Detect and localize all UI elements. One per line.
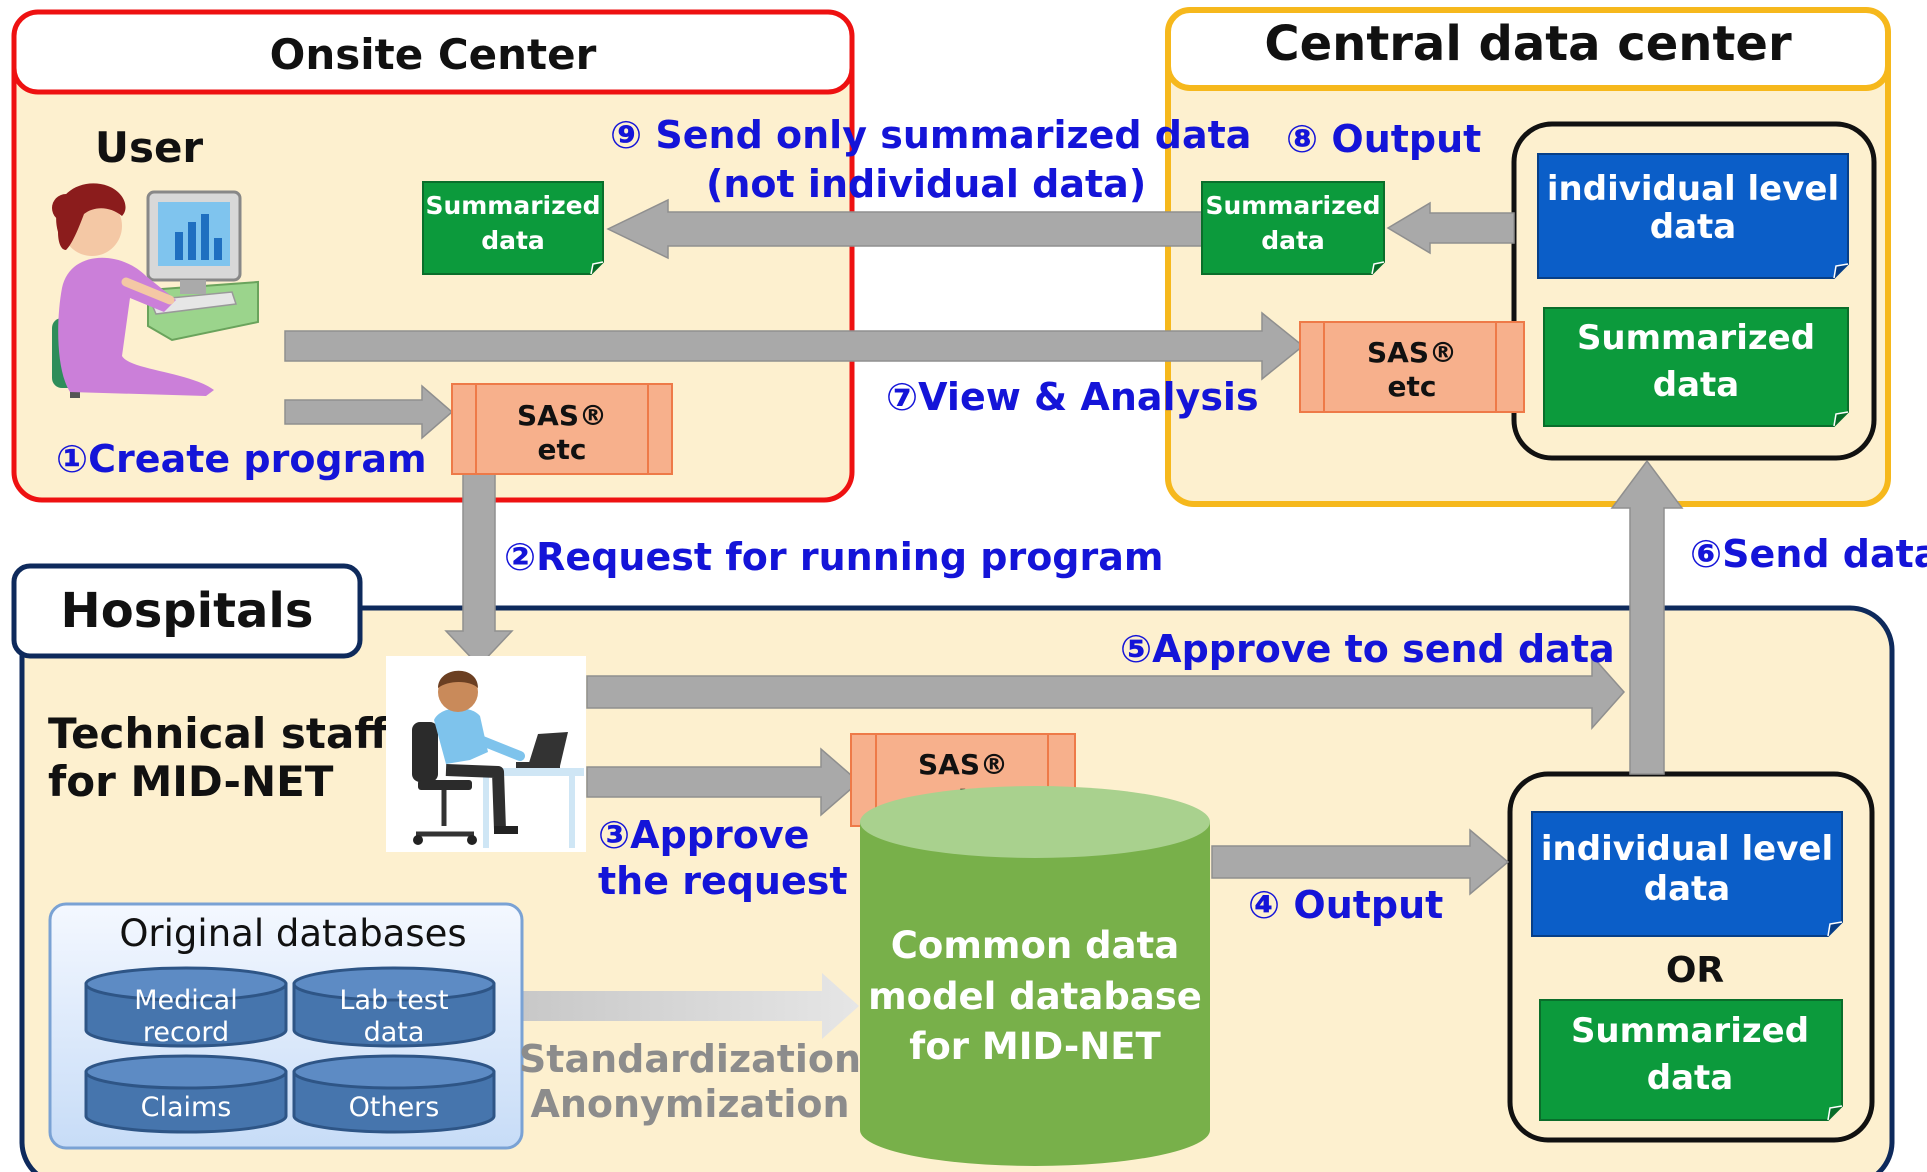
svg-text:SAS®: SAS® [918,748,1008,781]
send-data-arrow [1610,459,1684,775]
svg-text:for MID-NET: for MID-NET [909,1025,1161,1068]
step9-label-line2: (not individual data) [706,162,1146,206]
central-summarized-data-big-doc: Summarized data [1543,307,1849,427]
central-sas-program-box: SAS® etc [1299,321,1525,413]
request-running-arrow [444,473,514,668]
claims-db: Claims [84,1054,288,1134]
step1-create-program-label: ①Create program [56,437,427,481]
step6-label: ⑥Send data [1690,532,1927,576]
send-summarized-arrow [606,198,1203,260]
approve-request-arrow [586,747,861,817]
step3-label-line1: ③Approve [598,813,809,857]
svg-text:Claims: Claims [141,1092,232,1123]
svg-text:Lab test: Lab test [339,985,448,1016]
hospitals-title: Hospitals [61,583,314,639]
svg-text:Others: Others [349,1092,440,1123]
common-data-model-database-cylinder: Common data model database for MID-NET [860,786,1210,1166]
onsite-summarized-data-doc: Summarized data [422,181,604,275]
step4-label: ④ Output [1248,883,1443,927]
svg-text:data: data [364,1017,425,1048]
lab-test-data-db: Lab test data [292,966,496,1048]
central-individual-level-data-doc: individual level data [1537,153,1849,279]
user-label: User [95,123,204,172]
step9-label-line1: ⑨ Send only summarized data [610,113,1251,157]
svg-text:Summarized: Summarized [425,191,600,220]
user-at-computer-icon [52,183,259,398]
or-label: OR [1666,950,1724,991]
svg-text:data: data [1644,869,1730,909]
storage-to-summary-arrow [1386,201,1515,255]
step5-label: ⑤Approve to send data [1120,627,1615,671]
svg-text:data: data [1653,365,1739,405]
view-analysis-arrow [284,311,1305,381]
svg-text:Summarized: Summarized [1205,191,1380,220]
central-summarized-data-doc: Summarized data [1201,181,1385,275]
hospital-output-arrow [1211,828,1510,896]
svg-text:data: data [1647,1058,1733,1098]
svg-text:individual level: individual level [1541,829,1833,869]
flow-arrows [284,198,1684,896]
step8-output-label: ⑧ Output [1286,117,1481,161]
step3-label-line2: the request [598,859,848,903]
anonymization-label: Anonymization [530,1082,849,1126]
step7-label: ⑦View & Analysis [886,375,1259,419]
hospital-summarized-data-doc: Summarized data [1539,999,1843,1121]
svg-text:SAS®: SAS® [517,399,607,432]
svg-text:data: data [1261,226,1325,255]
onsite-title: Onsite Center [270,30,597,79]
approve-send-arrow [586,654,1626,730]
svg-text:SAS®: SAS® [1367,336,1457,369]
svg-text:Medical: Medical [134,985,237,1016]
onsite-sas-program-box: SAS® etc [451,383,673,475]
others-db: Others [292,1054,496,1134]
svg-text:data: data [481,226,545,255]
technical-staff-label-line2: for MID-NET [48,757,334,806]
standardization-arrow [522,973,859,1039]
technical-staff-label-line1: Technical staff [48,709,389,758]
original-databases-title: Original databases [119,912,466,955]
svg-text:data: data [1650,207,1736,247]
technical-staff-icon [386,656,586,852]
central-title: Central data center [1264,16,1792,72]
step2-label: ②Request for running program [504,535,1164,579]
hospital-individual-level-data-doc: individual level data [1531,811,1843,937]
svg-text:Common data: Common data [891,924,1179,967]
svg-text:Summarized: Summarized [1571,1011,1809,1051]
svg-text:model database: model database [868,975,1202,1018]
svg-text:etc: etc [538,433,587,466]
standardization-label: Standardization [519,1037,861,1081]
svg-text:record: record [143,1017,229,1048]
svg-text:Summarized: Summarized [1577,318,1815,358]
create-program-arrow [284,384,454,440]
svg-text:etc: etc [1388,370,1437,403]
svg-text:individual level: individual level [1547,169,1839,209]
medical-record-db: Medical record [84,966,288,1048]
